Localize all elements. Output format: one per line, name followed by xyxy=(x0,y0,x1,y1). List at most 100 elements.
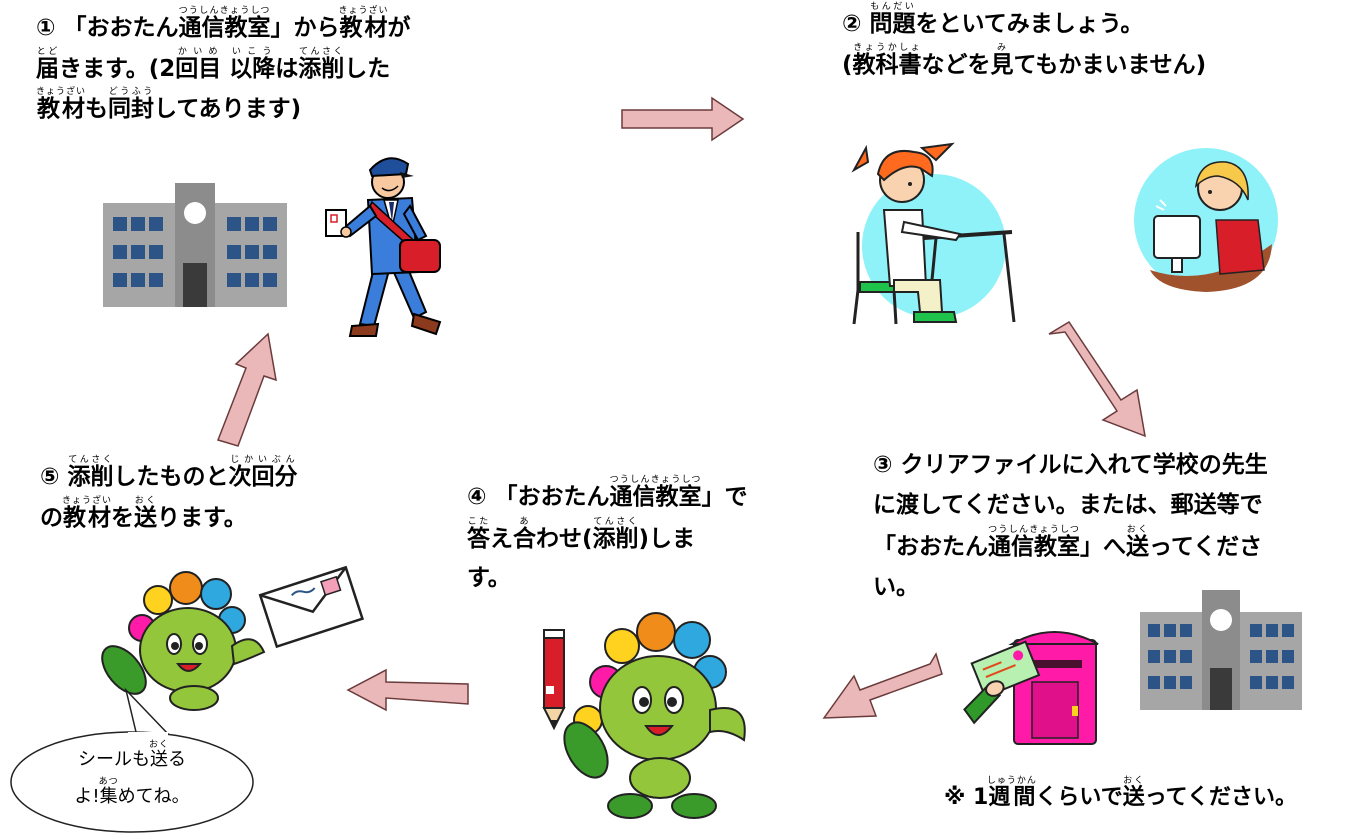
furigana-reading: しゅうかん xyxy=(986,776,1037,786)
base-text: 同封 xyxy=(108,96,155,123)
speech-bubble-text: シールも送おくるよ!集あつめてね。 xyxy=(8,740,256,814)
base-text: 通信教室 xyxy=(988,534,1080,561)
text-line: ③ クリアファイルに入れて学校の先生 xyxy=(873,446,1268,486)
base-text: 合 xyxy=(513,526,536,553)
furigana-reading: かいめ xyxy=(175,46,222,57)
base-text: 添削 xyxy=(592,526,639,553)
flow-arrow-icon xyxy=(346,668,469,712)
furigana-word: 週間しゅうかん xyxy=(986,776,1037,810)
step-3-text: ③ クリアファイルに入れて学校の先生に渡してください。または、郵送等で「おおたん… xyxy=(873,446,1268,607)
base-text: 送 xyxy=(134,504,158,531)
plain-text: 」で xyxy=(701,484,748,510)
text-line: の教材きょうざいを送おくります。 xyxy=(40,496,297,537)
furigana-word: 送おく xyxy=(1122,776,1145,810)
delivery-note: ※ 1週間しゅうかんくらいで送おくってください。 xyxy=(944,776,1297,811)
base-text: 通信教室 xyxy=(178,15,271,41)
furigana-word: 教材きょうざい xyxy=(62,496,112,531)
plain-text: 「おおたん xyxy=(873,534,988,561)
plain-text: ① 「おおたん xyxy=(36,15,179,41)
school-building-icon xyxy=(1140,590,1302,710)
furigana-word: 通信教室つうしんきょうしつ xyxy=(178,6,271,41)
letter-icon xyxy=(258,565,365,649)
furigana-reading: とど xyxy=(36,46,59,57)
plain-text: よ! xyxy=(74,786,100,808)
plain-text: ります。 xyxy=(157,504,247,531)
furigana-reading: どうふう xyxy=(108,87,154,98)
plain-text: ④ 「おおたん xyxy=(467,484,610,510)
base-text: 集 xyxy=(98,786,119,808)
plain-text: ③ クリアファイルに入れて学校の先生 xyxy=(873,452,1268,478)
school-building-icon xyxy=(103,183,287,307)
furigana-reading: あつ xyxy=(98,777,119,788)
base-text: 回目 xyxy=(175,55,222,82)
furigana-word: 集あつ xyxy=(98,777,119,808)
furigana-reading: じかいぶん xyxy=(228,455,298,465)
step-4-text: ④ 「おおたん通信教室つうしんきょうしつ」で答こたえ合あわせ(添削てんさく)しま… xyxy=(467,475,747,598)
furigana-reading: きょうざい xyxy=(36,87,87,98)
plain-text: ってください。 xyxy=(1144,785,1297,810)
mascot-icon xyxy=(563,612,746,819)
furigana-word: 送おく xyxy=(1126,525,1149,561)
plain-text: に渡してください。または、郵送等で xyxy=(873,491,1263,518)
base-text: 送 xyxy=(1122,785,1145,810)
mailbox-icon xyxy=(963,631,1099,745)
furigana-reading: こた xyxy=(467,517,490,528)
furigana-word: 届とど xyxy=(36,47,59,82)
text-line: ④ 「おおたん通信教室つうしんきょうしつ」で xyxy=(467,475,747,517)
text-line: に渡してください。または、郵送等で xyxy=(873,486,1268,526)
postman-icon xyxy=(325,157,442,337)
plain-text: 」へ xyxy=(1080,534,1126,561)
furigana-reading: てんさく xyxy=(592,517,639,528)
flow-arrow-icon xyxy=(822,652,943,719)
plain-text: くらいで xyxy=(1035,785,1123,810)
base-text: 送 xyxy=(1126,534,1149,561)
text-line: い。 xyxy=(873,568,1268,608)
base-text: 送 xyxy=(148,749,169,770)
text-line: 答こたえ合あわせ(添削てんさく)しま xyxy=(467,517,747,559)
furigana-word: 答こた xyxy=(467,517,490,553)
flow-arrow-icon xyxy=(621,96,745,142)
flow-arrow-icon xyxy=(1048,320,1146,438)
furigana-reading: おく xyxy=(148,740,169,750)
text-line: 教材きょうざいも同封どうふうしてあります) xyxy=(36,87,411,128)
plain-text: も xyxy=(85,96,109,123)
plain-text: ってくださ xyxy=(1149,534,1263,561)
furigana-word: 回目かいめ xyxy=(175,47,222,82)
base-text: 教材 xyxy=(36,96,87,123)
furigana-word: 次回分じかいぶん xyxy=(228,455,297,490)
furigana-word: 問題もんだい xyxy=(869,2,915,37)
plain-text: てもかまいません) xyxy=(1013,51,1207,78)
furigana-word: 添削てんさく xyxy=(592,517,639,553)
flow-arrow-icon xyxy=(217,332,277,447)
furigana-reading: きょうざい xyxy=(338,6,389,16)
furigana-reading: もんだい xyxy=(869,2,916,12)
furigana-word: 教科書きょうかしょ xyxy=(853,43,922,78)
base-text: 週間 xyxy=(986,785,1037,810)
base-text: 添削 xyxy=(67,464,114,490)
furigana-reading: おく xyxy=(134,495,157,506)
plain-text: してあります) xyxy=(154,96,302,123)
base-text: 見 xyxy=(990,51,1014,78)
furigana-reading: つうしんきょうしつ xyxy=(988,525,1080,536)
plain-text: めてね。 xyxy=(117,786,190,808)
plain-text: い。 xyxy=(873,573,919,600)
plain-text: ( xyxy=(842,51,853,78)
base-text: 答 xyxy=(467,526,490,553)
furigana-reading: てんさく xyxy=(298,46,345,57)
plain-text: をといてみましょう。 xyxy=(915,11,1144,37)
furigana-reading: み xyxy=(990,42,1014,53)
furigana-word: 送おく xyxy=(134,496,158,531)
plain-text: え xyxy=(490,526,513,553)
furigana-word: 添削てんさく xyxy=(67,455,114,490)
furigana-reading: きょうざい xyxy=(62,495,113,506)
base-text: 届 xyxy=(36,55,59,82)
text-line: シールも送おくる xyxy=(8,740,256,777)
plain-text: した xyxy=(344,55,391,82)
plain-text: を xyxy=(111,504,135,531)
furigana-word: 通信教室つうしんきょうしつ xyxy=(609,475,702,510)
base-text: 通信教室 xyxy=(609,484,702,510)
text-line: 届とどきます。(2回目かいめ 以降いこうは添削てんさくした xyxy=(36,47,411,88)
furigana-reading: てんさく xyxy=(67,455,114,465)
plain-text: は xyxy=(275,55,299,82)
furigana-word: 見み xyxy=(990,43,1014,78)
